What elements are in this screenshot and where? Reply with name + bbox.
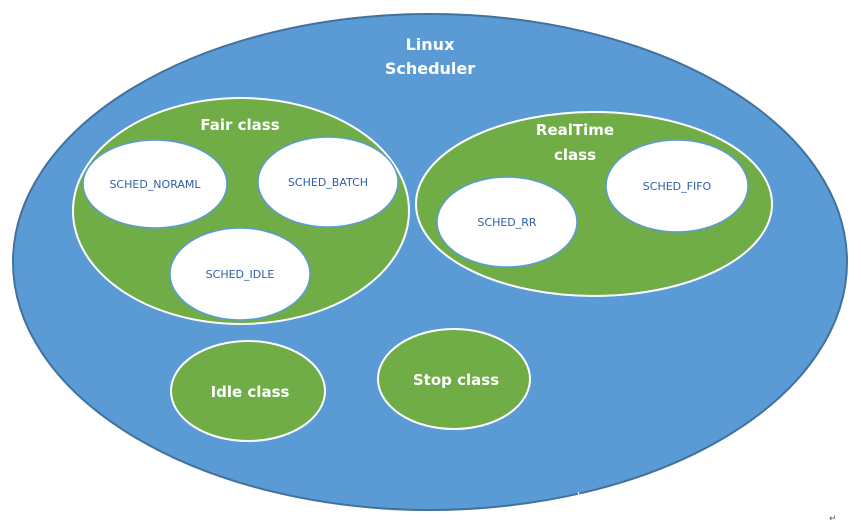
sched-rr-ellipse	[436, 176, 578, 268]
idle-class-ellipse	[170, 340, 326, 442]
sched-rr-label: SCHED_RR	[477, 216, 536, 229]
fair-class-label: Fair class	[200, 116, 279, 134]
fair-class-group: Fair class SCHED_NORAML SCHED_BATCH SCHE…	[72, 97, 410, 325]
stop-class-label: Stop class	[413, 371, 499, 389]
idle-class-label: Idle class	[211, 383, 290, 401]
idle-class-group: Idle class	[170, 340, 326, 442]
stop-class-group: Stop class	[377, 328, 531, 430]
sched-batch-ellipse	[257, 136, 399, 228]
sched-batch-label: SCHED_BATCH	[288, 176, 368, 189]
sched-idle-label: SCHED_IDLE	[206, 268, 275, 281]
sched-fifo-label: SCHED_FIFO	[643, 180, 712, 193]
realtime-class-group: RealTime class SCHED_RR SCHED_FIFO	[415, 111, 773, 297]
sched-idle-ellipse	[169, 227, 311, 321]
watermark-url: https://blog.csdn.net/zhoutaopower	[577, 491, 827, 507]
scheduler-title-line2: Scheduler	[385, 59, 475, 78]
stop-class-ellipse	[377, 328, 531, 430]
sched-normal-ellipse	[82, 139, 228, 229]
scheduler-title-line1: Linux	[406, 35, 455, 54]
realtime-class-label-line1: RealTime	[536, 121, 614, 139]
realtime-class-label-line2: class	[554, 146, 596, 164]
return-mark-icon: ↵	[829, 514, 837, 523]
sched-normal-label: SCHED_NORAML	[109, 178, 201, 191]
sched-fifo-ellipse	[605, 139, 749, 233]
